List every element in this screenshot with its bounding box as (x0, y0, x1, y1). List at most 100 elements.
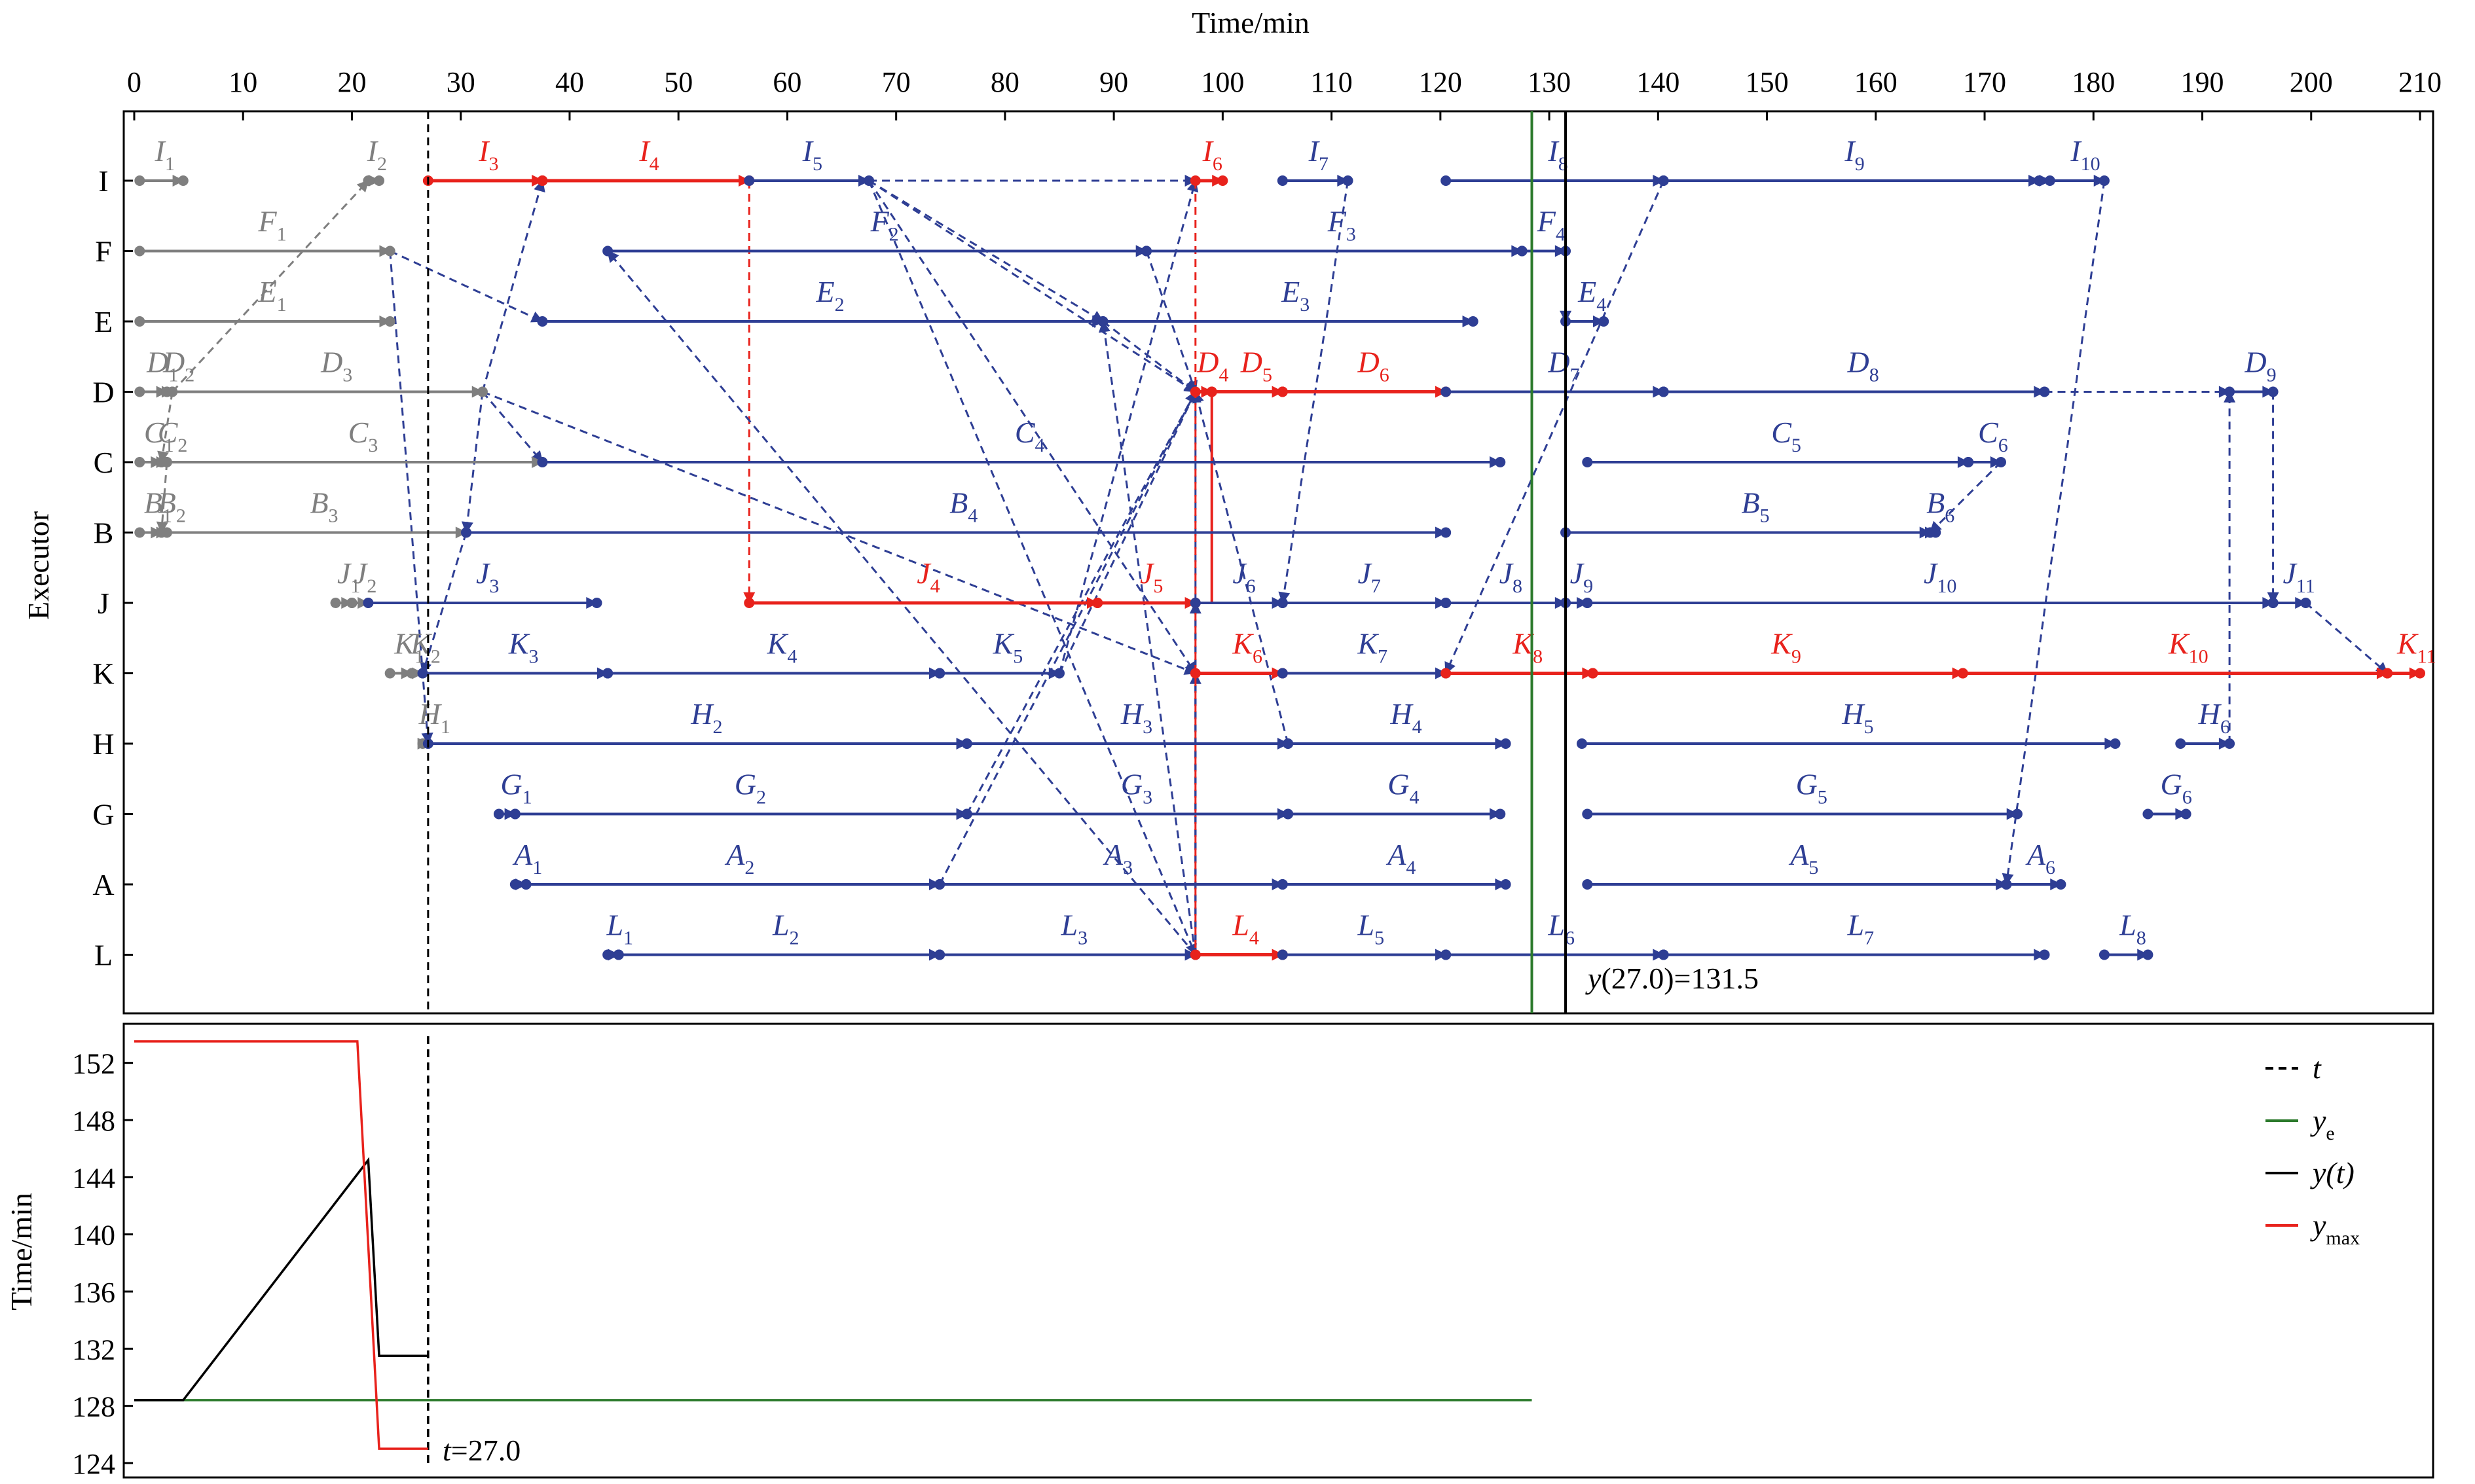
task-sub: 10 (2081, 153, 2100, 175)
task-label: D8 (1847, 346, 1879, 386)
task-label: K9 (1770, 627, 1801, 668)
task-label: F2 (870, 205, 899, 245)
task-start-point (1277, 175, 1288, 186)
task-letter: B (158, 486, 176, 520)
task-label: I10 (2070, 134, 2100, 175)
series-y (134, 1040, 428, 1450)
task-label: J4 (917, 556, 940, 597)
task-letter: C (1771, 416, 1792, 449)
task-label: D3 (320, 346, 352, 386)
executor-label-E: E (94, 305, 113, 338)
dependency-link (1145, 251, 1198, 393)
task-sub: 4 (968, 505, 978, 527)
task-end-point (591, 598, 602, 608)
executor-label-J: J (98, 587, 109, 620)
task-start-point (1440, 598, 1452, 608)
task-start-point (1582, 879, 1593, 890)
task-letter: K (1357, 627, 1379, 661)
task-letter: L (1847, 909, 1865, 942)
task-start-point (1190, 386, 1201, 397)
task-sub: 2 (177, 435, 187, 456)
task-start-point (1277, 949, 1288, 960)
task-start-point (1190, 949, 1201, 960)
task-label: L1 (606, 909, 633, 949)
task-sub: 6 (1998, 435, 2008, 456)
x-tick-label: 10 (229, 66, 257, 98)
task-start-point (602, 245, 614, 257)
task-end-point (1495, 808, 1506, 820)
schedule-frame (122, 110, 2434, 1015)
task-end-point (384, 316, 395, 327)
task-letter: I (2070, 134, 2082, 168)
dependency-link (1098, 320, 1197, 955)
task-start-point (509, 879, 521, 890)
task-label: L4 (1232, 909, 1259, 949)
y-tick-label: 140 (72, 1220, 115, 1252)
task-letter: K (1232, 627, 1254, 661)
x-tick-label: 110 (1310, 66, 1352, 98)
task-label: J1 (337, 556, 360, 597)
task-label: C2 (158, 416, 188, 456)
dependency-link (938, 390, 1197, 885)
task-label: J5 (1140, 556, 1163, 597)
legend-entry: ymax (2310, 1208, 2360, 1249)
task-start-point (161, 527, 172, 538)
x-tick-label: 190 (2181, 66, 2224, 98)
task-end-point (1467, 316, 1478, 327)
task-label: J7 (1357, 556, 1380, 597)
task-letter: F (257, 205, 277, 238)
task-start-point (330, 598, 341, 608)
task-end-point (1440, 527, 1452, 538)
task-sub: 6 (1380, 365, 1389, 386)
task-letter: D (1196, 346, 1219, 379)
time-markers (427, 111, 1568, 1013)
task-label: H3 (1120, 697, 1152, 738)
task-letter: A (724, 838, 745, 871)
task-label: J9 (1570, 556, 1593, 597)
task-letter: L (772, 909, 790, 942)
task-letter: J (1232, 556, 1247, 590)
task-start-point (1277, 386, 1288, 397)
task-letter: K (767, 627, 789, 661)
task-label: L2 (772, 909, 799, 949)
task-letter: A (2025, 838, 2046, 871)
task-sub: 9 (2267, 365, 2277, 386)
task-label: D1 (146, 346, 178, 386)
task-sub: 2 (756, 787, 766, 808)
task-sub: 6 (2182, 787, 2192, 808)
task-start-point (2267, 598, 2279, 608)
task-letter: F (870, 205, 890, 238)
task-label: L6 (1547, 909, 1575, 949)
task-sub: 5 (1374, 928, 1384, 949)
series-y(t) (134, 1157, 428, 1402)
legend-sub: max (2326, 1227, 2360, 1249)
task-letter: K (508, 627, 530, 661)
task-start-point (1206, 386, 1217, 397)
task-label: A1 (512, 838, 542, 878)
task-label: K3 (508, 627, 539, 668)
task-label: G2 (735, 768, 766, 808)
task-sub: 6 (1945, 505, 1954, 527)
task-sub: 7 (1378, 646, 1387, 668)
dependency-link (1444, 180, 1665, 675)
task-end-point (2180, 808, 2191, 820)
task-end-point (2099, 175, 2110, 186)
executor-label-G: G (92, 798, 114, 831)
task-label: I4 (638, 134, 659, 175)
task-sub: 5 (1863, 716, 1873, 738)
task-label: A5 (1788, 838, 1818, 878)
dependency-link (868, 179, 1197, 393)
executor-label-B: B (94, 516, 114, 550)
task-sub: 6 (1213, 153, 1222, 175)
dependency-link (481, 391, 543, 463)
task-start-point (346, 598, 358, 608)
task-letter: L (2119, 909, 2136, 942)
task-start-point (406, 668, 417, 679)
task-label: B6 (1926, 486, 1954, 527)
x-tick-label: 100 (1201, 66, 1244, 98)
task-sub: 2 (713, 716, 723, 738)
task-sub: 3 (488, 153, 498, 175)
